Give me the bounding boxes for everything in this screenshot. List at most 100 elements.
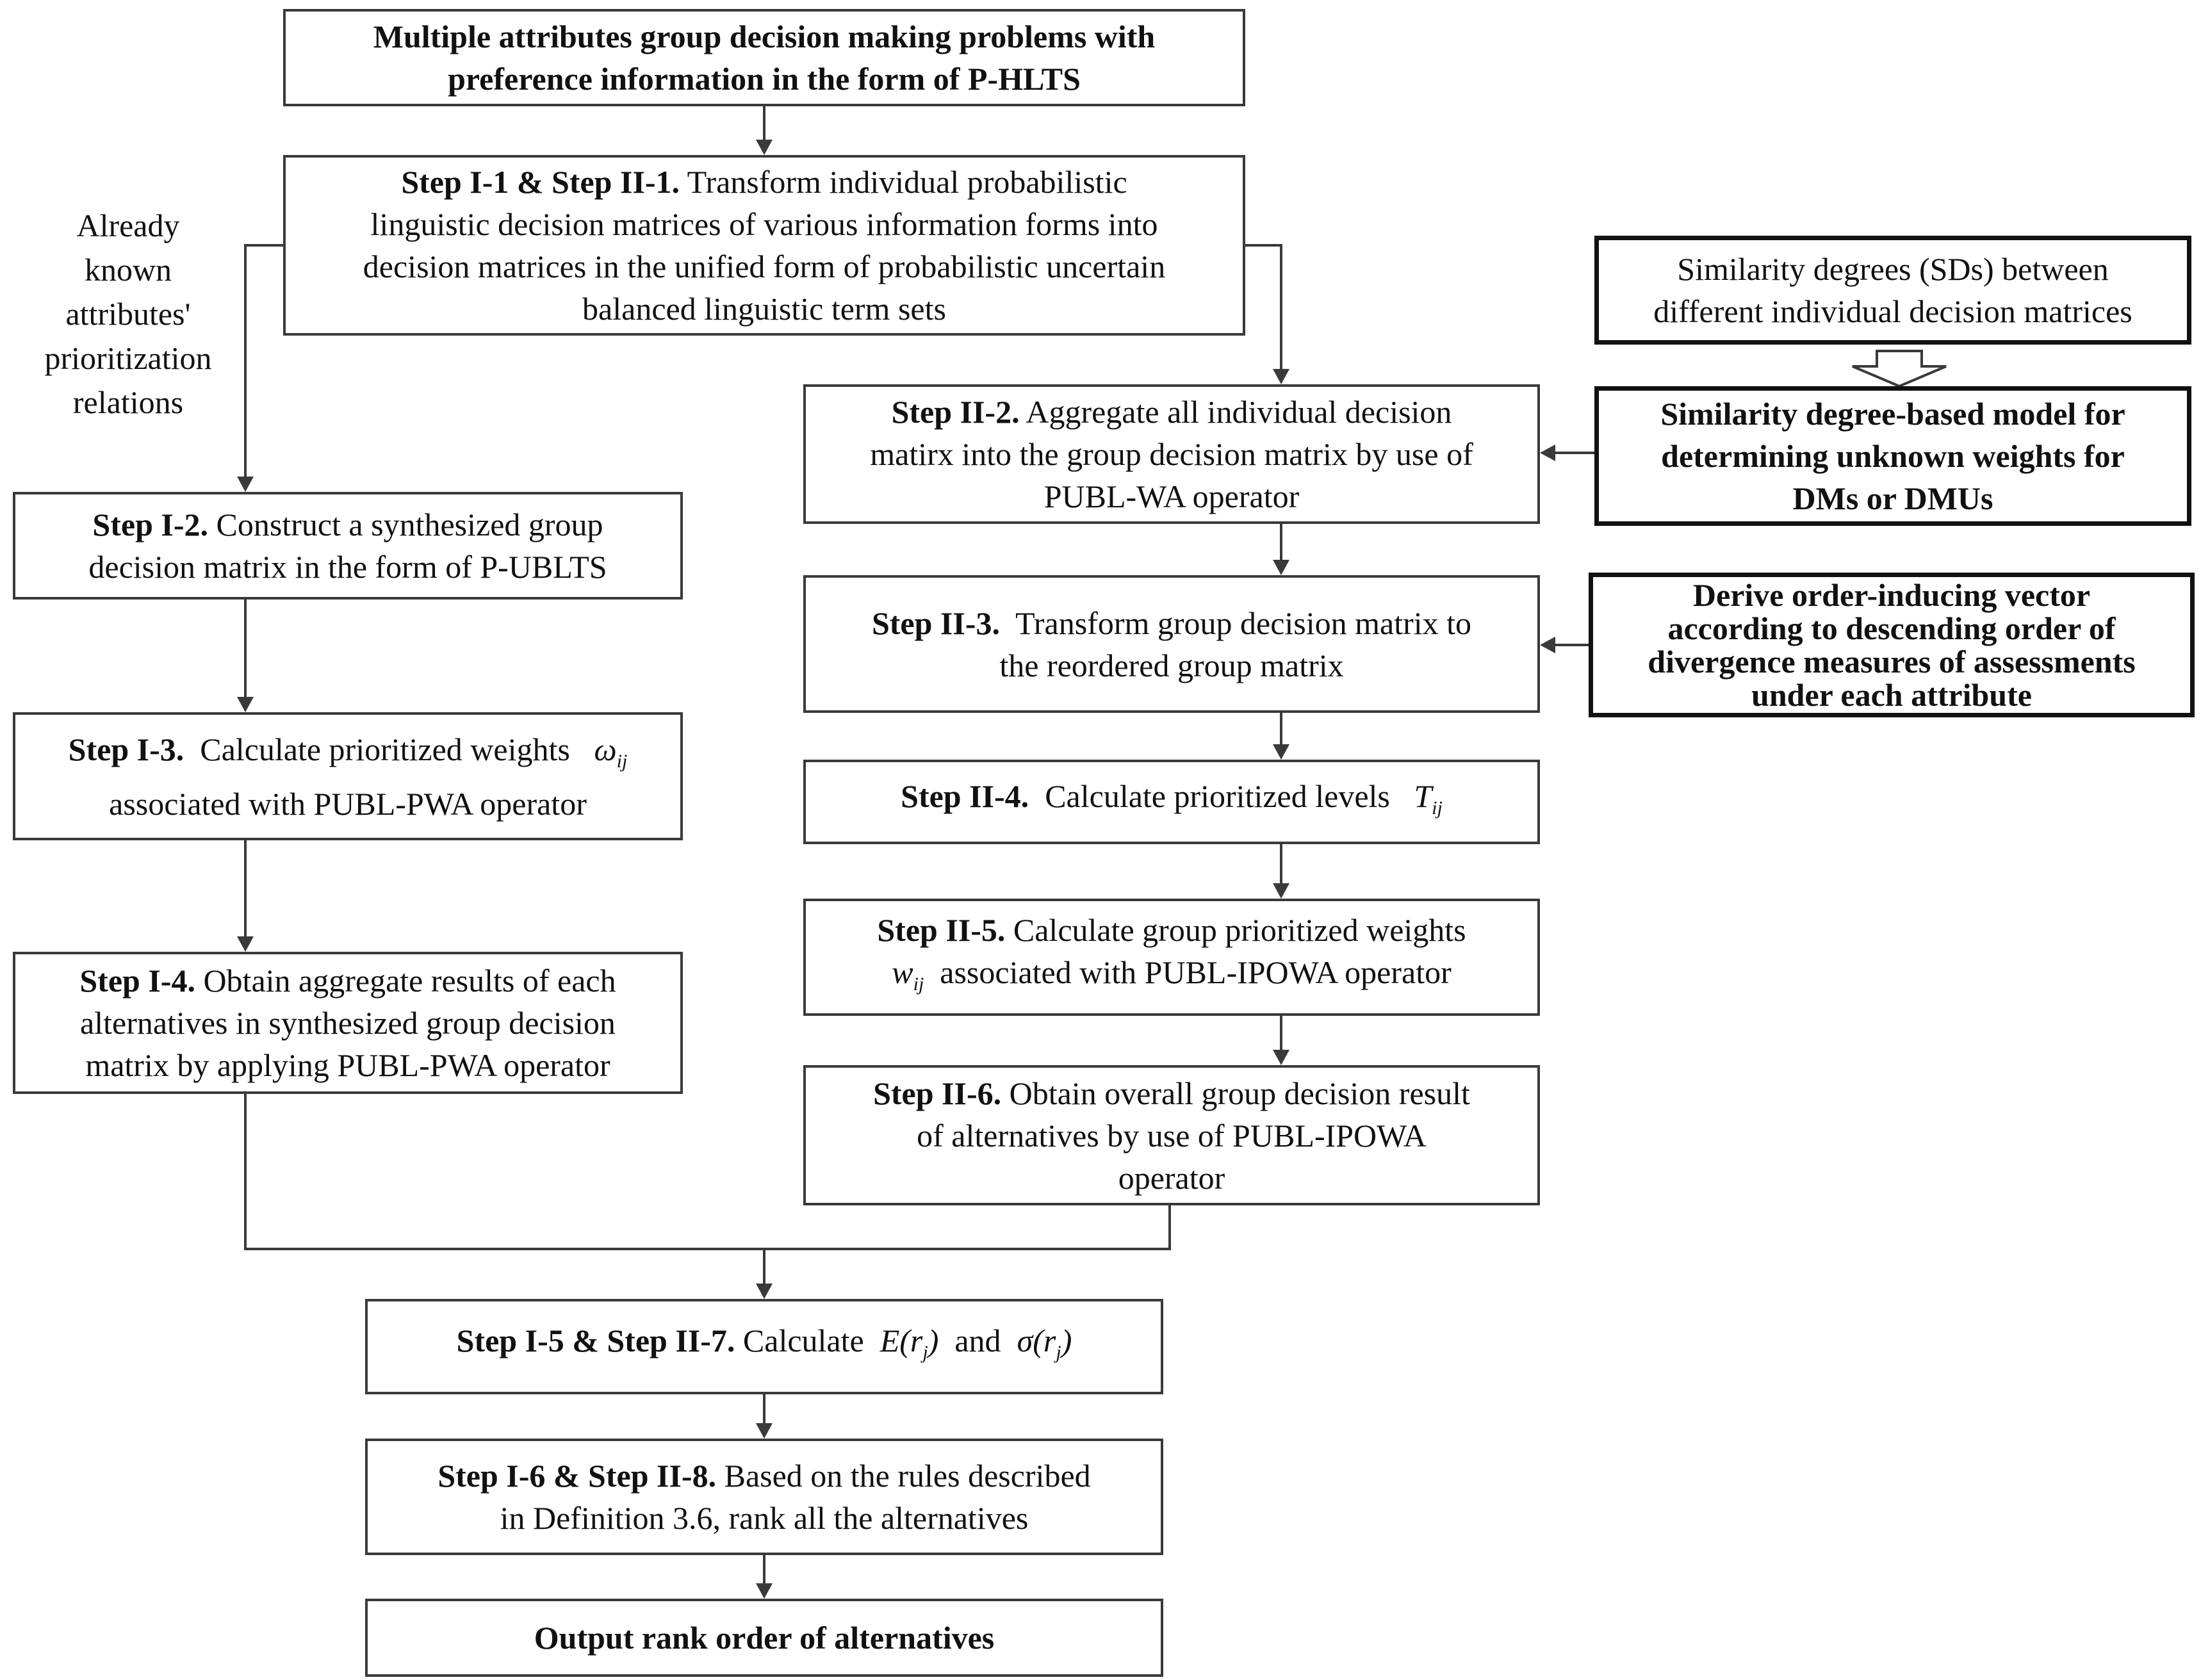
step-ii4-line-1: Calculate prioritized levels xyxy=(1045,778,1390,814)
note-line-5: relations xyxy=(72,384,184,420)
arrowhead-ii3 xyxy=(1273,560,1289,575)
sdmodel-line-2: determining unknown weights for xyxy=(1661,438,2125,474)
arrowhead-s7 xyxy=(756,1284,773,1299)
arrowhead-s8 xyxy=(756,1423,773,1439)
arrow-step1-to-ii2 xyxy=(1245,244,1282,373)
step-ii3-box: Step II-3. Transform group decision matr… xyxy=(803,575,1540,713)
omega-symbol: ω xyxy=(594,731,617,767)
prioritization-note: Already known attributes' prioritization… xyxy=(26,204,231,425)
step-ii2-line-1: Aggregate all individual decision xyxy=(1026,394,1452,430)
merge-line xyxy=(244,1094,1171,1250)
omega-subscript: ij xyxy=(616,750,628,772)
sigma-subscript: j xyxy=(1056,1342,1061,1363)
step-i1-ii1-label: Step I-1 & Step II-1. xyxy=(401,164,680,200)
step-ii6-line-1: Obtain overall group decision result xyxy=(1009,1075,1470,1111)
step-ii5-line-1: Calculate group prioritized weights xyxy=(1013,912,1466,948)
step-i4-line-1: Obtain aggregate results of each xyxy=(203,963,616,999)
sigma-close: ) xyxy=(1061,1323,1072,1358)
step-i6-ii8-label: Step I-6 & Step II-8. xyxy=(438,1458,717,1494)
note-line-3: attributes' xyxy=(65,296,191,332)
expectation-subscript: j xyxy=(922,1342,928,1363)
step-i2-label: Step I-2. xyxy=(92,507,208,542)
step-i5-ii7-text: Calculate xyxy=(742,1323,864,1358)
arrowhead-step1 xyxy=(756,140,773,155)
step-i1-ii1-line-1: Transform individual probabilistic xyxy=(687,164,1127,200)
step-i3-line-2: associated with PUBL-PWA operator xyxy=(109,785,587,822)
output-text: Output rank order of alternatives xyxy=(534,1620,995,1656)
arrowhead-output xyxy=(756,1583,773,1599)
output-box: Output rank order of alternatives xyxy=(365,1599,1163,1677)
derive-line-1: Derive order-inducing vector xyxy=(1692,577,2091,613)
step-i5-ii7-box: Step I-5 & Step II-7. Calculate E(rj) an… xyxy=(365,1299,1163,1394)
step-i3-box: Step I-3. Calculate prioritized weights … xyxy=(13,712,683,840)
w-symbol: w xyxy=(892,954,913,990)
step-ii3-label: Step II-3. xyxy=(871,605,1000,641)
step-i3-line-1: Calculate prioritized weights xyxy=(200,731,570,767)
sdmodel-line-3: DMs or DMUs xyxy=(1792,480,1993,516)
step-ii2-line-2: matirx into the group decision matrix by… xyxy=(870,436,1473,472)
derive-line-3: divergence measures of assessments xyxy=(1648,644,2136,680)
arrowhead-ii5 xyxy=(1273,883,1289,899)
step-i1-ii1-line-4: balanced linguistic term sets xyxy=(582,291,946,327)
arrowhead-i3 xyxy=(237,697,254,712)
hollow-arrow-sd-to-model xyxy=(1852,350,1947,388)
step-i1-ii1-box: Step I-1 & Step II-1. Transform individu… xyxy=(283,155,1245,336)
step-ii4-box: Step II-4. Calculate prioritized levels … xyxy=(803,760,1540,844)
step-ii2-line-3: PUBL-WA operator xyxy=(1043,478,1300,514)
similarity-model-box: Similarity degree-based model for determ… xyxy=(1594,386,2191,526)
step-i4-line-2: alternatives in synthesized group decisi… xyxy=(80,1005,616,1041)
step-i5-ii7-label: Step I-5 & Step II-7. xyxy=(456,1323,735,1358)
w-subscript: ij xyxy=(913,974,924,995)
step-i4-box: Step I-4. Obtain aggregate results of ea… xyxy=(13,952,683,1094)
problem-line-2: preference information in the form of P-… xyxy=(448,61,1081,97)
arrowhead-derive xyxy=(1540,637,1555,653)
sd-line-1: Similarity degrees (SDs) between xyxy=(1677,251,2109,287)
sdmodel-line-1: Similarity degree-based model for xyxy=(1660,396,2125,432)
step-i6-ii8-box: Step I-6 & Step II-8. Based on the rules… xyxy=(365,1439,1163,1555)
arrowhead-sdmodel xyxy=(1540,444,1555,461)
arrowhead-i4 xyxy=(237,936,254,952)
step-ii3-line-2: the reordered group matrix xyxy=(999,647,1344,683)
step-i2-line-2: decision matrix in the form of P-UBLTS xyxy=(88,549,607,585)
arrow-step1-to-i2 xyxy=(244,244,283,480)
problem-box: Multiple attributes group decision makin… xyxy=(283,9,1245,106)
step-i6-ii8-line-1: Based on the rules described xyxy=(724,1458,1091,1494)
step-i1-ii1-line-3: decision matrices in the unified form of… xyxy=(363,249,1166,284)
step-i2-box: Step I-2. Construct a synthesized group … xyxy=(13,492,683,599)
similarity-degrees-box: Similarity degrees (SDs) between differe… xyxy=(1594,236,2191,345)
step-i6-ii8-line-2: in Definition 3.6, rank all the alternat… xyxy=(500,1500,1029,1536)
step-ii4-label: Step II-4. xyxy=(901,778,1029,814)
step-ii6-label: Step II-6. xyxy=(873,1075,1002,1111)
derive-vector-box: Derive order-inducing vector according t… xyxy=(1589,573,2195,717)
step-ii6-line-3: operator xyxy=(1118,1159,1225,1196)
problem-line-1: Multiple attributes group decision makin… xyxy=(373,19,1156,54)
step-i2-line-1: Construct a synthesized group xyxy=(216,507,603,542)
note-line-2: known xyxy=(84,252,172,288)
arrowhead-ii2 xyxy=(1273,369,1289,384)
expectation-expr: E(r xyxy=(880,1323,923,1358)
step-i1-ii1-line-2: linguistic decision matrices of various … xyxy=(370,206,1158,242)
step-ii5-label: Step II-5. xyxy=(877,912,1006,948)
derive-line-4: under each attribute xyxy=(1751,677,2032,713)
sd-line-2: different individual decision matrices xyxy=(1653,293,2132,329)
step-ii6-line-2: of alternatives by use of PUBL-IPOWA xyxy=(917,1117,1427,1154)
step-ii2-box: Step II-2. Aggregate all individual deci… xyxy=(803,384,1540,524)
expectation-close: ) xyxy=(928,1323,939,1358)
note-line-1: Already xyxy=(76,208,180,243)
step-i4-line-3: matrix by applying PUBL-PWA operator xyxy=(85,1047,610,1083)
note-line-4: prioritization xyxy=(44,340,212,376)
step-ii3-line-1: Transform group decision matrix to xyxy=(1015,605,1472,641)
step-i3-label: Step I-3. xyxy=(68,731,184,767)
t-subscript: ij xyxy=(1432,797,1443,819)
arrowhead-ii4 xyxy=(1273,744,1289,760)
derive-line-2: according to descending order of xyxy=(1667,610,2116,646)
and-word: and xyxy=(954,1323,1001,1358)
t-symbol: T xyxy=(1414,778,1432,814)
sigma-expr: σ(r xyxy=(1017,1323,1056,1358)
step-ii2-label: Step II-2. xyxy=(891,394,1020,430)
arrowhead-i2 xyxy=(237,477,254,492)
step-ii6-box: Step II-6. Obtain overall group decision… xyxy=(803,1065,1540,1205)
step-i4-label: Step I-4. xyxy=(79,963,195,999)
